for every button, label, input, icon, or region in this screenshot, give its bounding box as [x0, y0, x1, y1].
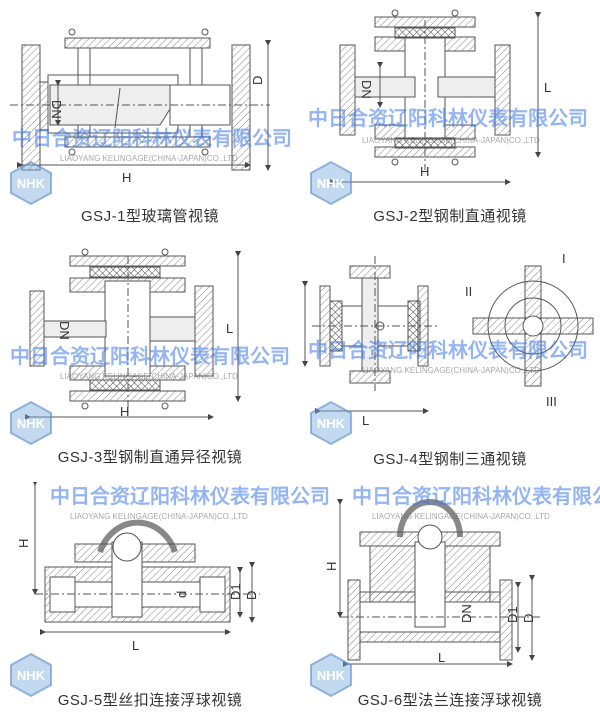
nhk-logo-icon: NHK: [10, 400, 52, 446]
watermark-company-en: LIAOYANG KELINGAGE(CHINA-JAPAN)CO.,LTD: [372, 512, 550, 521]
svg-text:NHK: NHK: [17, 176, 46, 191]
watermark-company-cn: 中日合资辽阳科林仪表有限公司: [10, 346, 290, 368]
dim-d-small: d: [174, 591, 189, 598]
gsj-4-steel-tee-sight-glass: L H I II III GSJ-4型钢制三通视镜: [300, 241, 600, 482]
nhk-logo-icon: NHK: [10, 652, 52, 698]
svg-text:NHK: NHK: [17, 416, 46, 431]
caption-gsj-1: GSJ-1型玻璃管视镜: [80, 208, 219, 225]
nhk-logo-icon: NHK: [10, 160, 52, 206]
dim-h: H: [16, 539, 31, 548]
watermark-company-en: LIAOYANG KELINGAGE(CHINA-JAPAN)CO.,LTD: [70, 512, 248, 521]
watermark-company-en: LIAOYANG KELINGAGE(CHINA-JAPAN)CO.,LTD: [60, 372, 238, 381]
dim-h: H: [120, 404, 129, 419]
dim-h: H: [122, 170, 131, 185]
watermark-company-cn: 中日合资辽阳科林仪表有限公司: [352, 486, 600, 508]
watermark-company-cn: 中日合资辽阳科林仪表有限公司: [308, 108, 588, 130]
dim-h: H: [420, 164, 429, 179]
watermark-company-en: LIAOYANG KELINGAGE(CHINA-JAPAN)CO.,LTD: [362, 366, 540, 375]
watermark-company-en: LIAOYANG KELINGAGE(CHINA-JAPAN)CO.,LTD: [362, 136, 540, 145]
dim-dn: DN: [57, 321, 72, 340]
gsj-1-glass-tube-sight-glass: H DN D GSJ-1型玻璃管视镜: [0, 0, 300, 241]
svg-text:NHK: NHK: [317, 416, 346, 431]
dim-l: L: [544, 80, 551, 95]
dim-dn: DN: [359, 80, 374, 99]
watermark-company-cn: 中日合资辽阳科林仪表有限公司: [50, 486, 330, 508]
watermark-company-cn: 中日合资辽阳科林仪表有限公司: [12, 128, 292, 150]
gsj-2-steel-straight-sight-glass: H L DN GSJ-2型钢制直通视镜: [300, 0, 600, 241]
caption-gsj-5: GSJ-5型丝扣连接浮球视镜: [57, 692, 243, 709]
svg-text:NHK: NHK: [317, 176, 346, 191]
dim-h: H: [324, 562, 339, 571]
caption-gsj-3: GSJ-3型钢制直通异径视镜: [57, 449, 243, 466]
svg-text:NHK: NHK: [317, 668, 346, 683]
gsj-3-steel-reducing-sight-glass: H L DN GSJ-3型钢制直通异径视镜: [0, 241, 300, 482]
dim-l: L: [132, 638, 139, 653]
nhk-logo-icon: NHK: [310, 160, 352, 206]
caption-gsj-6: GSJ-6型法兰连接浮球视镜: [357, 692, 543, 709]
dim-d: D: [250, 76, 265, 85]
dim-dn: DN: [459, 604, 474, 623]
svg-text:NHK: NHK: [17, 668, 46, 683]
caption-gsj-2: GSJ-2型钢制直通视镜: [373, 208, 527, 225]
gsj-5-threaded-float-ball-sight-glass: L H d D1 D GSJ-5型丝扣连接浮球视镜: [0, 482, 300, 722]
nhk-logo-icon: NHK: [310, 652, 352, 698]
caption-gsj-4: GSJ-4型钢制三通视镜: [373, 451, 527, 468]
dim-d: D: [244, 591, 259, 600]
dim-dn: DN: [49, 100, 64, 119]
dim-d: D: [521, 614, 536, 623]
view-i: I: [562, 251, 566, 266]
view-iii: III: [546, 394, 557, 409]
dim-l: L: [438, 650, 445, 665]
dim-d1: D1: [505, 606, 520, 623]
watermark-company-cn: 中日合资辽阳科林仪表有限公司: [308, 340, 588, 362]
dim-d1: D1: [228, 583, 243, 600]
watermark-company-en: LIAOYANG KELINGAGE(CHINA-JAPAN)CO.,LTD: [60, 154, 238, 163]
dim-l: L: [226, 321, 233, 336]
nhk-logo-icon: NHK: [310, 400, 352, 446]
gsj-6-flanged-float-ball-sight-glass: L H DN D1 D GSJ-6型法兰连接浮球视镜: [300, 482, 600, 722]
dim-l: L: [362, 413, 369, 428]
view-ii: II: [465, 284, 472, 299]
